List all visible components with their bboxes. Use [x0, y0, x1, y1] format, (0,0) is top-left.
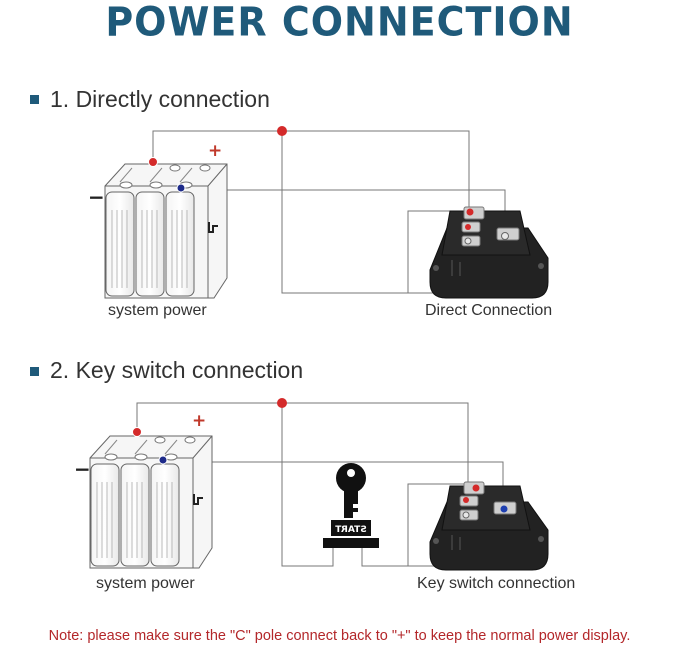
page-title: POWER CONNECTION: [105, 0, 574, 46]
battery-1-plus-sign: +: [208, 141, 222, 161]
battery-1-negative-terminal: [176, 183, 186, 193]
battery-2-positive-terminal: [132, 427, 142, 437]
battery-2-minus-sign: −: [74, 457, 91, 481]
voltmeter-1: [429, 206, 549, 299]
battery-1-minus-sign: −: [88, 185, 105, 209]
section-2-source-label: system power: [96, 575, 195, 592]
footer-note: Note: please make sure the "C" pole conn…: [48, 628, 631, 644]
voltmeter-2: [429, 481, 549, 571]
section-1-target-label: Direct Connection: [425, 302, 553, 319]
section-2-target-label: Key switch connection: [417, 575, 576, 592]
section-2-heading: 2. Key switch connection: [50, 357, 304, 383]
battery-1-positive-terminal: [148, 157, 158, 167]
battery-2-plus-sign: +: [192, 411, 206, 431]
battery-pack-2: [89, 435, 213, 569]
battery-2-negative-terminal: [158, 455, 168, 465]
key-switch-start-text: START: [334, 525, 366, 535]
section-1-source-label: system power: [108, 302, 207, 319]
junction-dot-2: [277, 398, 287, 408]
section-2-bullet: [30, 367, 39, 376]
section-1-bullet: [30, 95, 39, 104]
junction-dot-1: [277, 126, 287, 136]
key-switch-icon: START: [323, 463, 379, 548]
battery-pack-1: [104, 163, 228, 299]
section-1-heading: 1. Directly connection: [50, 86, 270, 112]
